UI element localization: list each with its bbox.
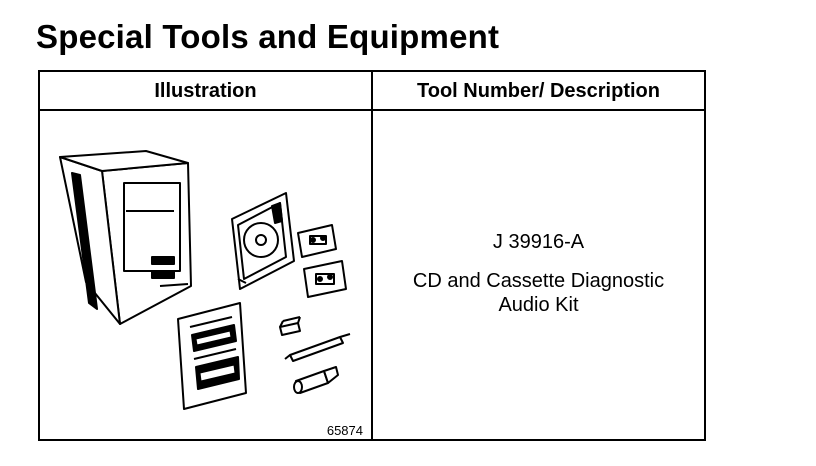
page-title: Special Tools and Equipment [36,18,500,55]
cassette-tape-icon [297,224,337,258]
tool-number: J 39916-A [492,231,585,253]
audio-kit-illustration [59,150,351,410]
header-divider [40,109,704,111]
header-illustration: Illustration [154,80,257,102]
instruction-sheet-icon [177,302,247,410]
probe-pen-icon [284,333,351,362]
header-tool-number-description: Tool Number/ Description [417,80,660,102]
special-tools-table: Illustration Tool Number/ Description [38,70,706,441]
figure-number: 65874 [326,423,363,438]
column-divider [371,72,373,439]
cassette-tape-icon [303,260,347,298]
illustration-cell: 65874 [40,111,371,441]
binder-case-icon [59,150,192,325]
connector-plug-icon [279,316,301,336]
compact-disc-icon [231,192,295,290]
cleaning-swab-icon [293,366,339,394]
